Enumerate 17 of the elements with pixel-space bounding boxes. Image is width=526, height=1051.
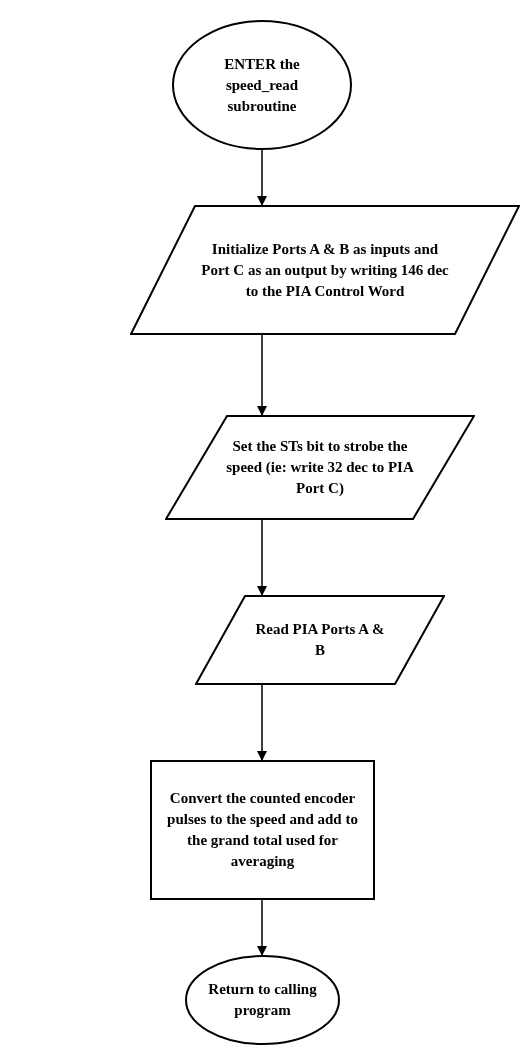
step-text: Set the STs bit to strobe the speed (ie: write 32 dec to PIA Port C) bbox=[225, 437, 415, 498]
step-text: Read PIA Ports A & B bbox=[255, 620, 385, 660]
arrow bbox=[257, 899, 267, 956]
terminal-ellipse bbox=[172, 20, 352, 150]
step-text: Convert the counted encoder pulses to the speed and add to the grand total used for averaging bbox=[166, 789, 359, 871]
input-output-parallelogram bbox=[165, 415, 475, 520]
arrow bbox=[257, 519, 267, 596]
arrow bbox=[257, 149, 267, 206]
input-output-parallelogram bbox=[195, 595, 445, 685]
arrow bbox=[257, 684, 267, 761]
arrow bbox=[257, 334, 267, 416]
process-box bbox=[150, 760, 375, 900]
terminal-ellipse bbox=[185, 955, 340, 1045]
step-text: ENTER the speed_read subroutine bbox=[223, 54, 301, 116]
step-text: Return to calling program bbox=[207, 980, 318, 1020]
step-text: Initialize Ports A & B as inputs and Port C as an output by writing 146 dec to the PIA Control Word bbox=[200, 239, 450, 301]
input-output-parallelogram bbox=[130, 205, 520, 335]
